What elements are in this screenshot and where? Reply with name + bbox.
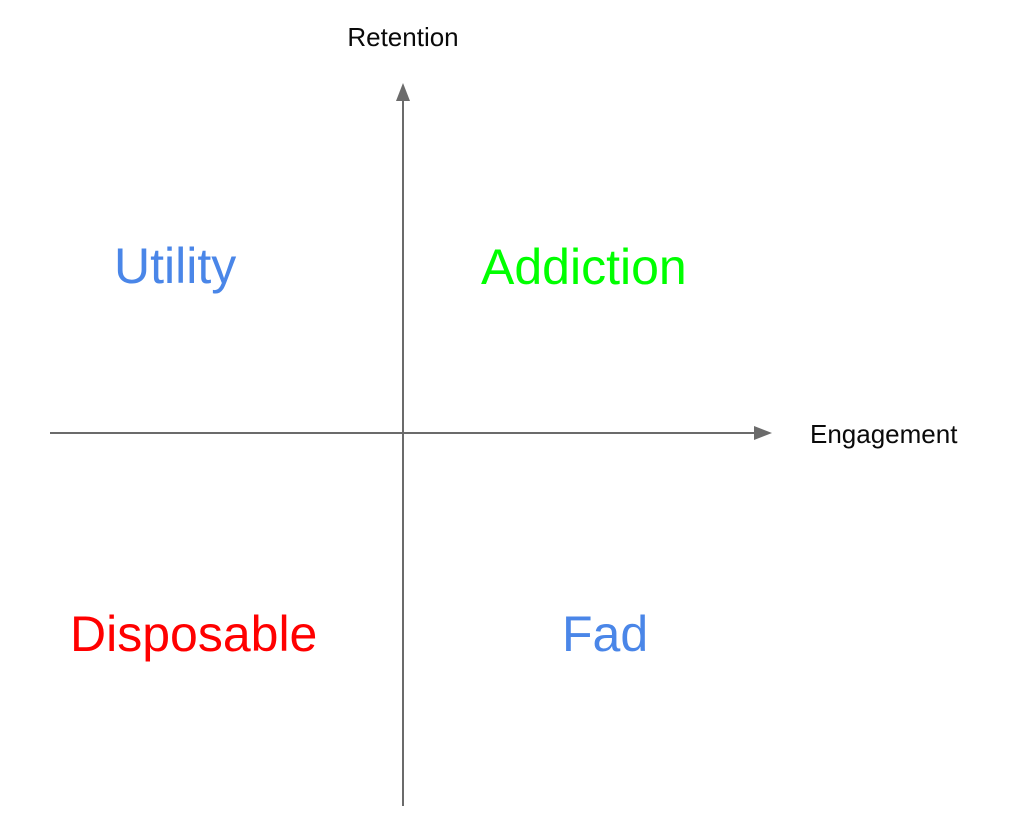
quadrant-label-addiction: Addiction — [481, 239, 687, 295]
x-axis-label: Engagement — [810, 419, 958, 449]
y-axis-arrow-icon — [396, 83, 410, 101]
quadrant-label-fad: Fad — [562, 606, 648, 662]
quadrant-label-utility: Utility — [114, 238, 236, 294]
x-axis-arrow-icon — [754, 426, 772, 440]
quadrant-label-disposable: Disposable — [70, 606, 317, 662]
y-axis-label: Retention — [347, 22, 458, 52]
